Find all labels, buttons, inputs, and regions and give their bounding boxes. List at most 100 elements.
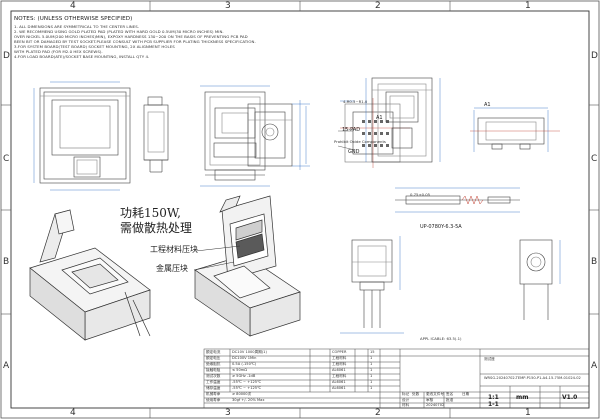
zone-left-c: C <box>3 154 10 164</box>
part-material: AL6061 <box>332 368 346 372</box>
zone-right-d: D <box>591 51 598 61</box>
title-block-grid <box>203 348 590 409</box>
tb-sign: 签名 <box>446 392 454 396</box>
zone-bottom-3: 3 <box>225 408 231 418</box>
part-qty: 1 <box>370 356 373 360</box>
part-material: AL6061 <box>332 386 346 390</box>
contact-block-side <box>519 239 561 320</box>
cable-label: APPL ICABLE: 63.5(.1) <box>420 336 462 341</box>
cooling-label: 需做散热处理 <box>120 221 193 235</box>
zone-bottom-4: 4 <box>70 408 76 418</box>
inner-frame <box>10 10 590 409</box>
zone-left-d: D <box>3 51 10 61</box>
spec-label: 额定电流 <box>206 350 221 354</box>
a1-label: A1 <box>376 115 383 121</box>
side-view <box>143 96 169 173</box>
spec-label: 额定电压 <box>206 356 221 360</box>
part-material: 工程材料 <box>332 356 347 360</box>
contact-block-view <box>340 236 404 334</box>
part-qty: 1 <box>370 374 373 378</box>
zone-right-a: A <box>591 361 598 371</box>
tb-date: 20240702 <box>426 403 445 407</box>
part-material: 工程材料 <box>332 374 347 378</box>
spec-value: -55℃ ~ +125℃ <box>232 380 262 384</box>
zone-top-4: 4 <box>70 1 76 11</box>
spec-value: ≤ 50mΩ <box>232 368 247 372</box>
note-line: 4.FOR LOAD BOARD(ATE)/SOCKET BASE MOUNTI… <box>14 54 150 59</box>
tb-version: V1.0 <box>562 394 578 401</box>
spec-label: 工作温度 <box>206 380 221 384</box>
pad-label: 15-PAD <box>342 127 361 133</box>
tb-approved: 批准 <box>446 398 454 402</box>
notes-title: NOTES: (UNLESS OTHERWISE SPECIFIED) <box>14 16 133 22</box>
part-material: AL6061 <box>332 380 346 384</box>
spring-pin <box>395 187 520 213</box>
dim-note: 0.75±0.05 <box>410 192 431 197</box>
note-line: BEEN BIT OR DAMAGED BY TEST SOCKET.PLEAS… <box>14 39 256 44</box>
tb-material: 材料 <box>402 403 410 407</box>
right-side-section <box>470 107 560 152</box>
tb-name: 测试座 <box>484 357 495 361</box>
tb-sheet: 1-1 <box>488 401 499 408</box>
metal-block-label: 金属压块 <box>156 264 188 273</box>
section-view <box>247 100 310 170</box>
gnd-label: GND <box>348 149 360 155</box>
pcb-layout <box>337 98 410 168</box>
spec-label: 储存温度 <box>206 386 221 390</box>
zone-right-b: B <box>591 257 598 267</box>
tb-date-label: 日期 <box>462 392 470 396</box>
note-line: OVER NICKEL 5.0UM(200 MICRO INCHES)MIN),… <box>14 34 248 39</box>
spec-label: 测试次数 <box>206 374 221 378</box>
note-line: 2. WE RECOMMEND USING GOLD PLATED PAD (P… <box>14 29 224 34</box>
part-material: COPPER <box>332 350 347 354</box>
part-qty: 1 <box>370 362 373 366</box>
spec-value: ≥ 5GHz -1dB <box>232 374 256 378</box>
tb-count: 处数 <box>412 392 420 396</box>
top-view <box>33 81 131 191</box>
zone-right-c: C <box>591 154 598 164</box>
a1-label-right: A1 <box>484 102 491 108</box>
spec-value: ≥ 80000次 <box>232 392 252 396</box>
spec-value: 0.5A (-150℃) <box>232 362 257 366</box>
pcb-note: Prohibit Oxide Components <box>334 139 386 144</box>
spec-value: 30gf +/- 20% Max <box>232 398 265 402</box>
spec-value: -55℃ ~ +125℃ <box>232 386 262 390</box>
spec-value: DC10V 1000周期(1) <box>232 350 267 354</box>
part-qty: 1 <box>370 386 373 390</box>
zone-top-2: 2 <box>375 1 381 11</box>
iso-socket-center <box>194 195 301 337</box>
note-line: 1. ALL DIMENSIONS ARE SYMMETRICAL TO THE… <box>14 24 140 29</box>
tb-unit: mm <box>516 394 529 401</box>
part-qty: 15 <box>370 350 375 354</box>
label-leaders <box>193 245 241 271</box>
part-number-label: UP-0780Y-6.3-5A <box>420 224 462 230</box>
tb-checked: 审核 <box>426 398 434 402</box>
tb-drawing-no: WRSG-20240702-TEMP-P150-P1-A4-15-75M-010… <box>484 376 581 380</box>
iso-socket-left <box>29 209 151 341</box>
engineering-material-label: 工程材料压块 <box>150 245 198 254</box>
zone-left-b: B <box>3 257 10 267</box>
zone-top-1: 1 <box>525 1 531 11</box>
zone-top-3: 3 <box>225 1 231 11</box>
zone-bottom-2: 2 <box>375 408 381 418</box>
part-material: 工程材料 <box>332 362 347 366</box>
tb-change-no: 更改文件号 <box>426 392 444 396</box>
top-right-socket-view <box>365 77 441 163</box>
part-qty: 1 <box>370 368 373 372</box>
note-line: WITH PLATED PAD (FOR M2.0 HEX SCREWS). <box>14 49 103 54</box>
spec-label: 机械寿命 <box>206 392 221 396</box>
front-view <box>200 85 270 187</box>
zone-bottom-1: 1 <box>525 408 531 418</box>
spec-label: 接触电阻 <box>206 368 221 372</box>
power-label: 功耗150W, <box>120 206 181 220</box>
pad-note: 4-R0.5~R1.0 <box>343 99 368 104</box>
part-qty: 1 <box>370 380 373 384</box>
spec-label: 使用寿命 <box>206 398 221 402</box>
tb-marker: 标记 <box>402 392 410 396</box>
spec-value: DC100V 1Min <box>232 356 257 360</box>
tb-drawn: 设计 <box>402 398 410 402</box>
spec-label: 绝缘阻抗 <box>206 362 221 366</box>
